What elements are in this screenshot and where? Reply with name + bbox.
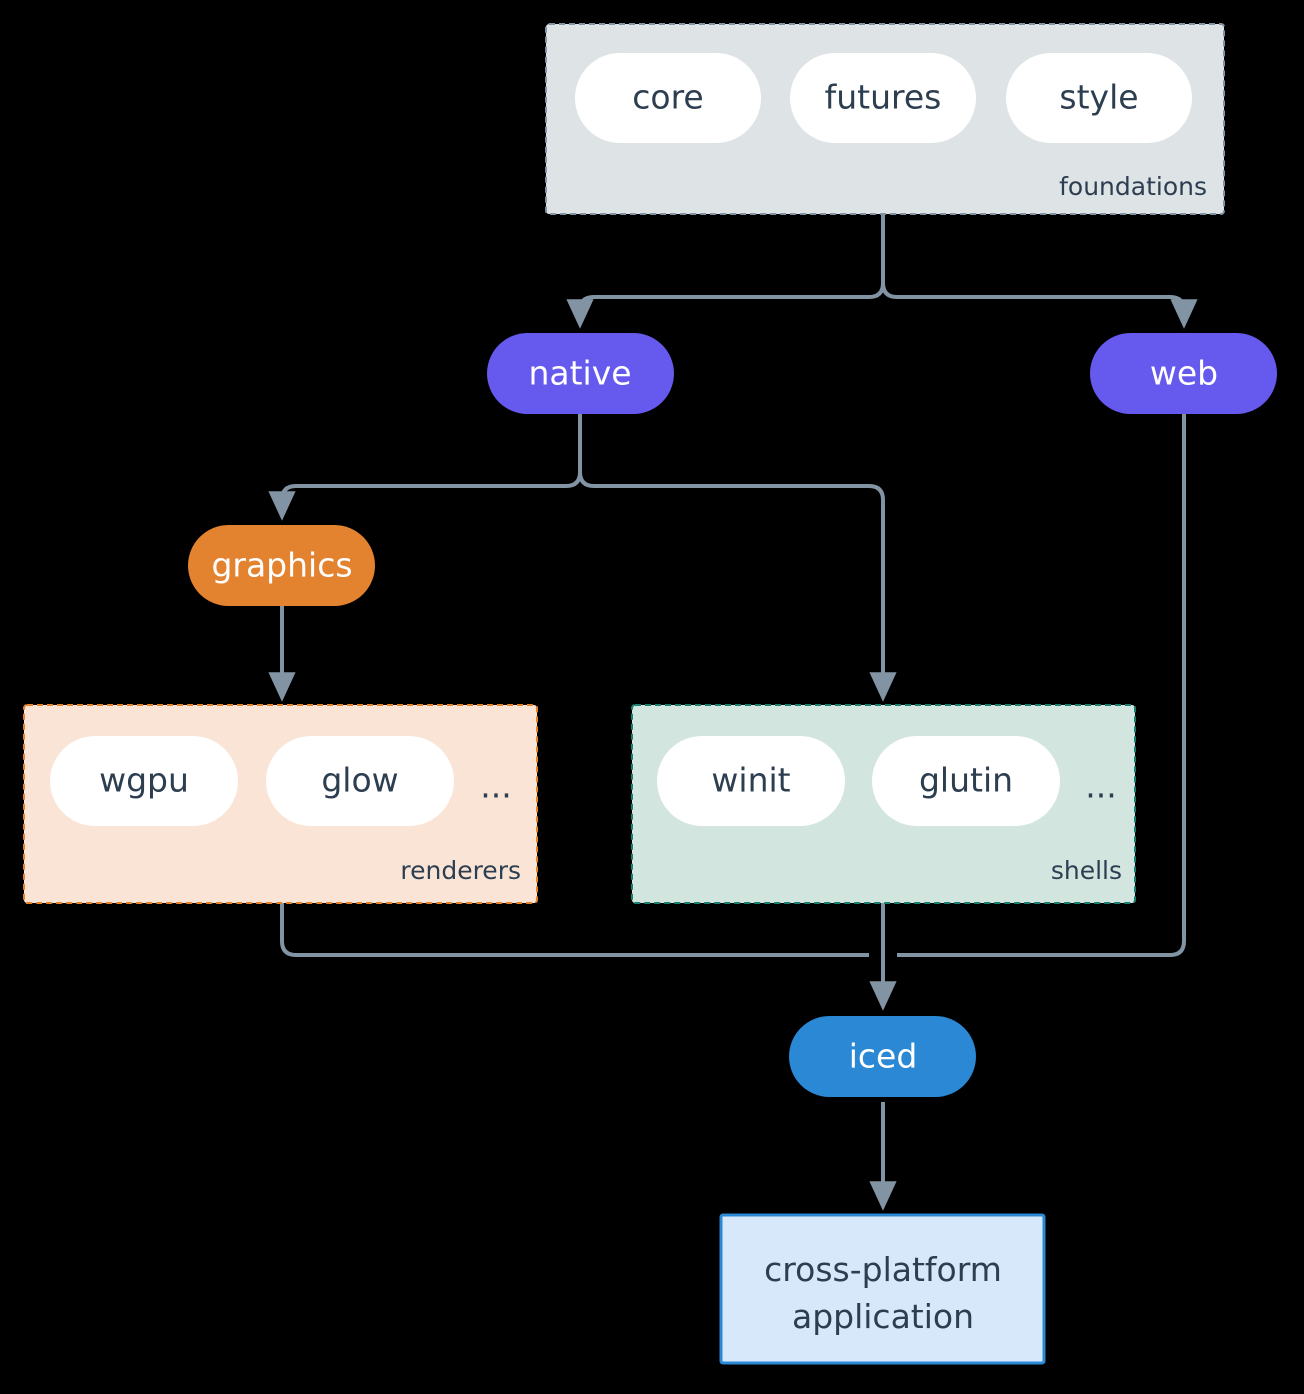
node-iced-label: iced (849, 1037, 918, 1076)
edge-native-graphics (268, 414, 582, 521)
node-graphics-shape[interactable] (188, 525, 375, 606)
edge-web-iced (897, 414, 1186, 957)
node-native-label: native (528, 354, 631, 393)
node-core[interactable]: core (575, 53, 761, 143)
renderers-ellipsis: ... (480, 767, 511, 806)
node-futures-label: futures (825, 78, 942, 117)
node-application[interactable]: cross-platform application (719, 1213, 1046, 1365)
node-wgpu[interactable]: wgpu (50, 736, 238, 826)
node-glow-label: glow (321, 761, 398, 800)
node-application-shape[interactable] (719, 1213, 1046, 1365)
node-glutin-label: glutin (919, 761, 1013, 800)
node-iced[interactable]: iced (789, 1016, 976, 1097)
node-core-shape[interactable] (575, 53, 761, 143)
node-wgpu-label: wgpu (99, 761, 189, 800)
node-web-shape[interactable] (1090, 333, 1277, 414)
cluster-shells: winit glutin ... shells (631, 704, 1136, 904)
node-futures-shape[interactable] (790, 53, 976, 143)
node-native-shape[interactable] (487, 333, 674, 414)
cluster-shells-title: shells (1051, 856, 1122, 885)
node-native[interactable]: native (487, 333, 674, 414)
cluster-renderers: wgpu glow ... renderers (23, 704, 538, 904)
cluster-renderers-title: renderers (400, 856, 521, 885)
edge-renderers-iced (280, 903, 869, 957)
node-core-label: core (632, 78, 703, 117)
node-style[interactable]: style (1006, 53, 1192, 143)
node-web[interactable]: web (1090, 333, 1277, 414)
edge-foundations-web (881, 214, 1198, 329)
node-style-shape[interactable] (1006, 53, 1192, 143)
node-application-label-line2: application (792, 1297, 974, 1336)
edge-layer (268, 214, 1198, 1211)
edge-foundations-native (566, 214, 885, 329)
node-graphics-label: graphics (211, 546, 352, 585)
node-iced-shape[interactable] (789, 1016, 976, 1097)
edge-native-shells (578, 414, 897, 702)
node-glow-shape[interactable] (266, 736, 454, 826)
node-application-label-line1: cross-platform (764, 1250, 1002, 1289)
node-futures[interactable]: futures (790, 53, 976, 143)
node-style-label: style (1059, 78, 1138, 117)
node-glow[interactable]: glow (266, 736, 454, 826)
shells-ellipsis: ... (1085, 767, 1116, 806)
node-glutin-shape[interactable] (872, 736, 1060, 826)
node-graphics[interactable]: graphics (188, 525, 375, 606)
cluster-foundations: core futures style foundations (545, 23, 1225, 215)
node-winit-shape[interactable] (657, 736, 845, 826)
node-web-label: web (1150, 354, 1218, 393)
node-winit[interactable]: winit (657, 736, 845, 826)
node-winit-label: winit (711, 761, 790, 800)
cluster-foundations-title: foundations (1059, 172, 1207, 201)
node-glutin[interactable]: glutin (872, 736, 1060, 826)
node-wgpu-shape[interactable] (50, 736, 238, 826)
